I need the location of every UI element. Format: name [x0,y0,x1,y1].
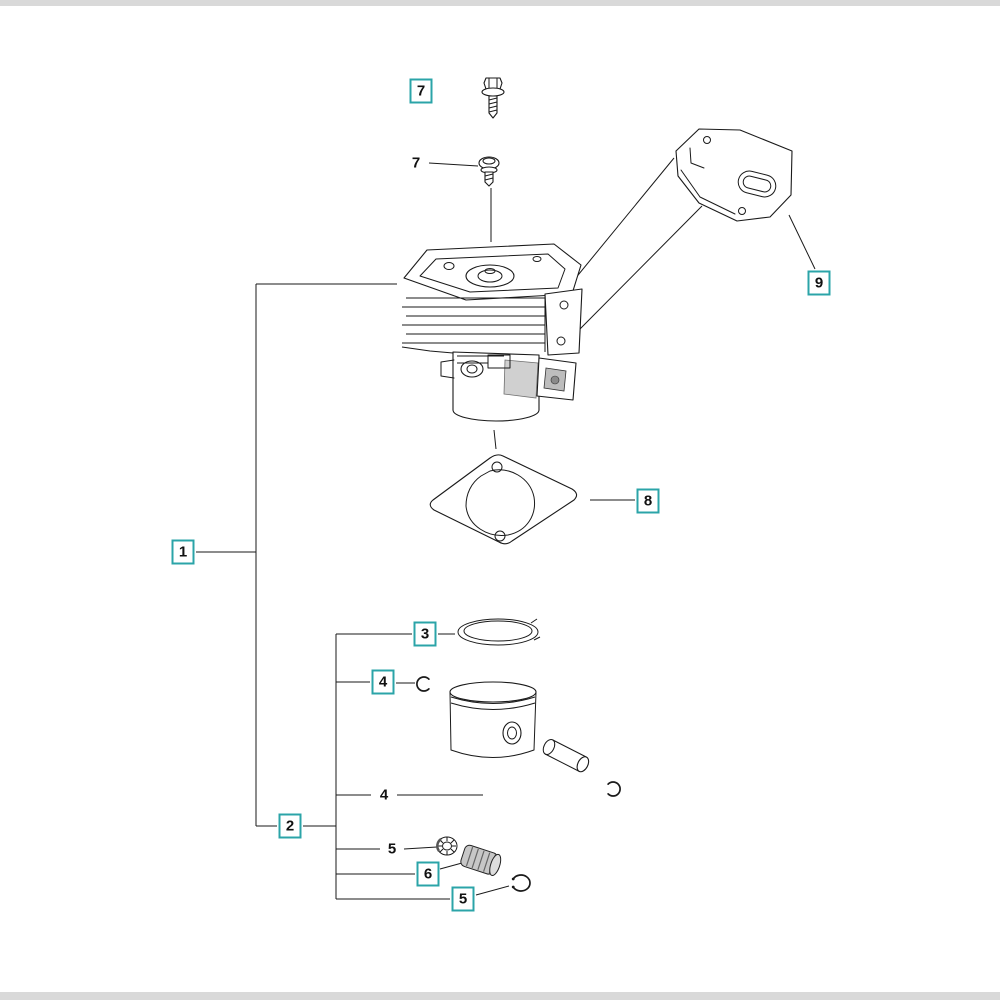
part-label-5-plain: 5 [387,840,397,858]
part-label-4-plain: 4 [379,786,389,804]
part-label-5[interactable]: 5 [451,886,475,912]
part-label-7[interactable]: 7 [409,78,433,104]
part-label-6[interactable]: 6 [416,861,440,887]
cooling-fins [402,297,545,344]
flange-screw-top [481,77,505,119]
piston-ring [457,618,541,646]
wrist-pin [542,739,590,773]
wrist-pin-boss [502,721,522,745]
exhaust-bolt-hole [556,336,566,346]
part-label-3[interactable]: 3 [413,621,437,647]
part-label-4[interactable]: 4 [371,669,395,695]
leader-lines [196,157,816,900]
cylinder [401,243,583,422]
flange-bolt-hole [738,207,746,215]
impulse-port [460,360,484,378]
cylinder-gasket [429,454,578,545]
muffler-flange [675,128,793,222]
pin-retainer-washer [436,836,458,856]
piston [449,681,537,758]
part-label-7-plain: 7 [411,154,421,172]
flange-bolt-hole [703,136,711,144]
piston-pin-circlip [416,676,430,692]
flange-screw-second [478,156,500,187]
part-label-9[interactable]: 9 [807,270,831,296]
part-label-1[interactable]: 1 [171,539,195,565]
exhaust-bolt-hole [559,300,569,310]
snap-ring [511,874,531,892]
spark-plug-boss [465,264,515,288]
piston-pin-circlip-2 [607,781,621,797]
needle-bearing [460,844,502,876]
page-edge-bottom [0,992,1000,1000]
part-label-2[interactable]: 2 [278,813,302,839]
part-label-8[interactable]: 8 [636,488,660,514]
exhaust-flange-face [544,288,583,356]
page-edge-top [0,0,1000,6]
